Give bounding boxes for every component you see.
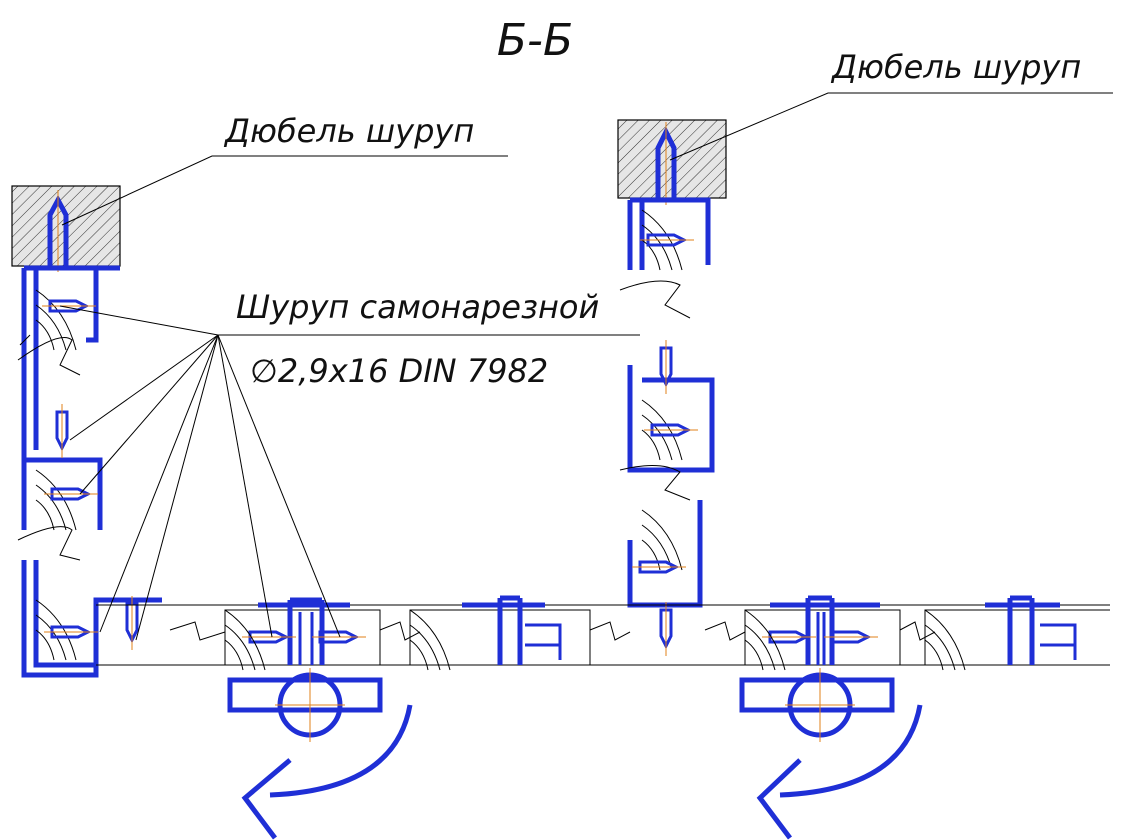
horizontal-panels xyxy=(96,595,1110,742)
label-screw-line2: ∅2,9x16 DIN 7982 xyxy=(250,352,548,390)
label-dowel-right: Дюбель шуруп xyxy=(830,48,1081,86)
dowel-block-right xyxy=(617,119,727,205)
screw-leader-lines xyxy=(59,305,341,641)
vertical-panel-left xyxy=(17,265,162,678)
vertical-panel-right xyxy=(619,197,715,658)
rotation-arrow-left xyxy=(241,704,413,840)
rotation-arrow-right xyxy=(756,704,923,840)
leader-dowel-left xyxy=(61,155,508,226)
leader-dowel-right xyxy=(669,92,1113,161)
dowel-block-left xyxy=(11,185,121,272)
label-screw-line1: Шуруп самонарезной xyxy=(236,288,599,326)
label-dowel-left: Дюбель шуруп xyxy=(223,112,474,150)
section-title: Б-Б xyxy=(497,15,573,66)
